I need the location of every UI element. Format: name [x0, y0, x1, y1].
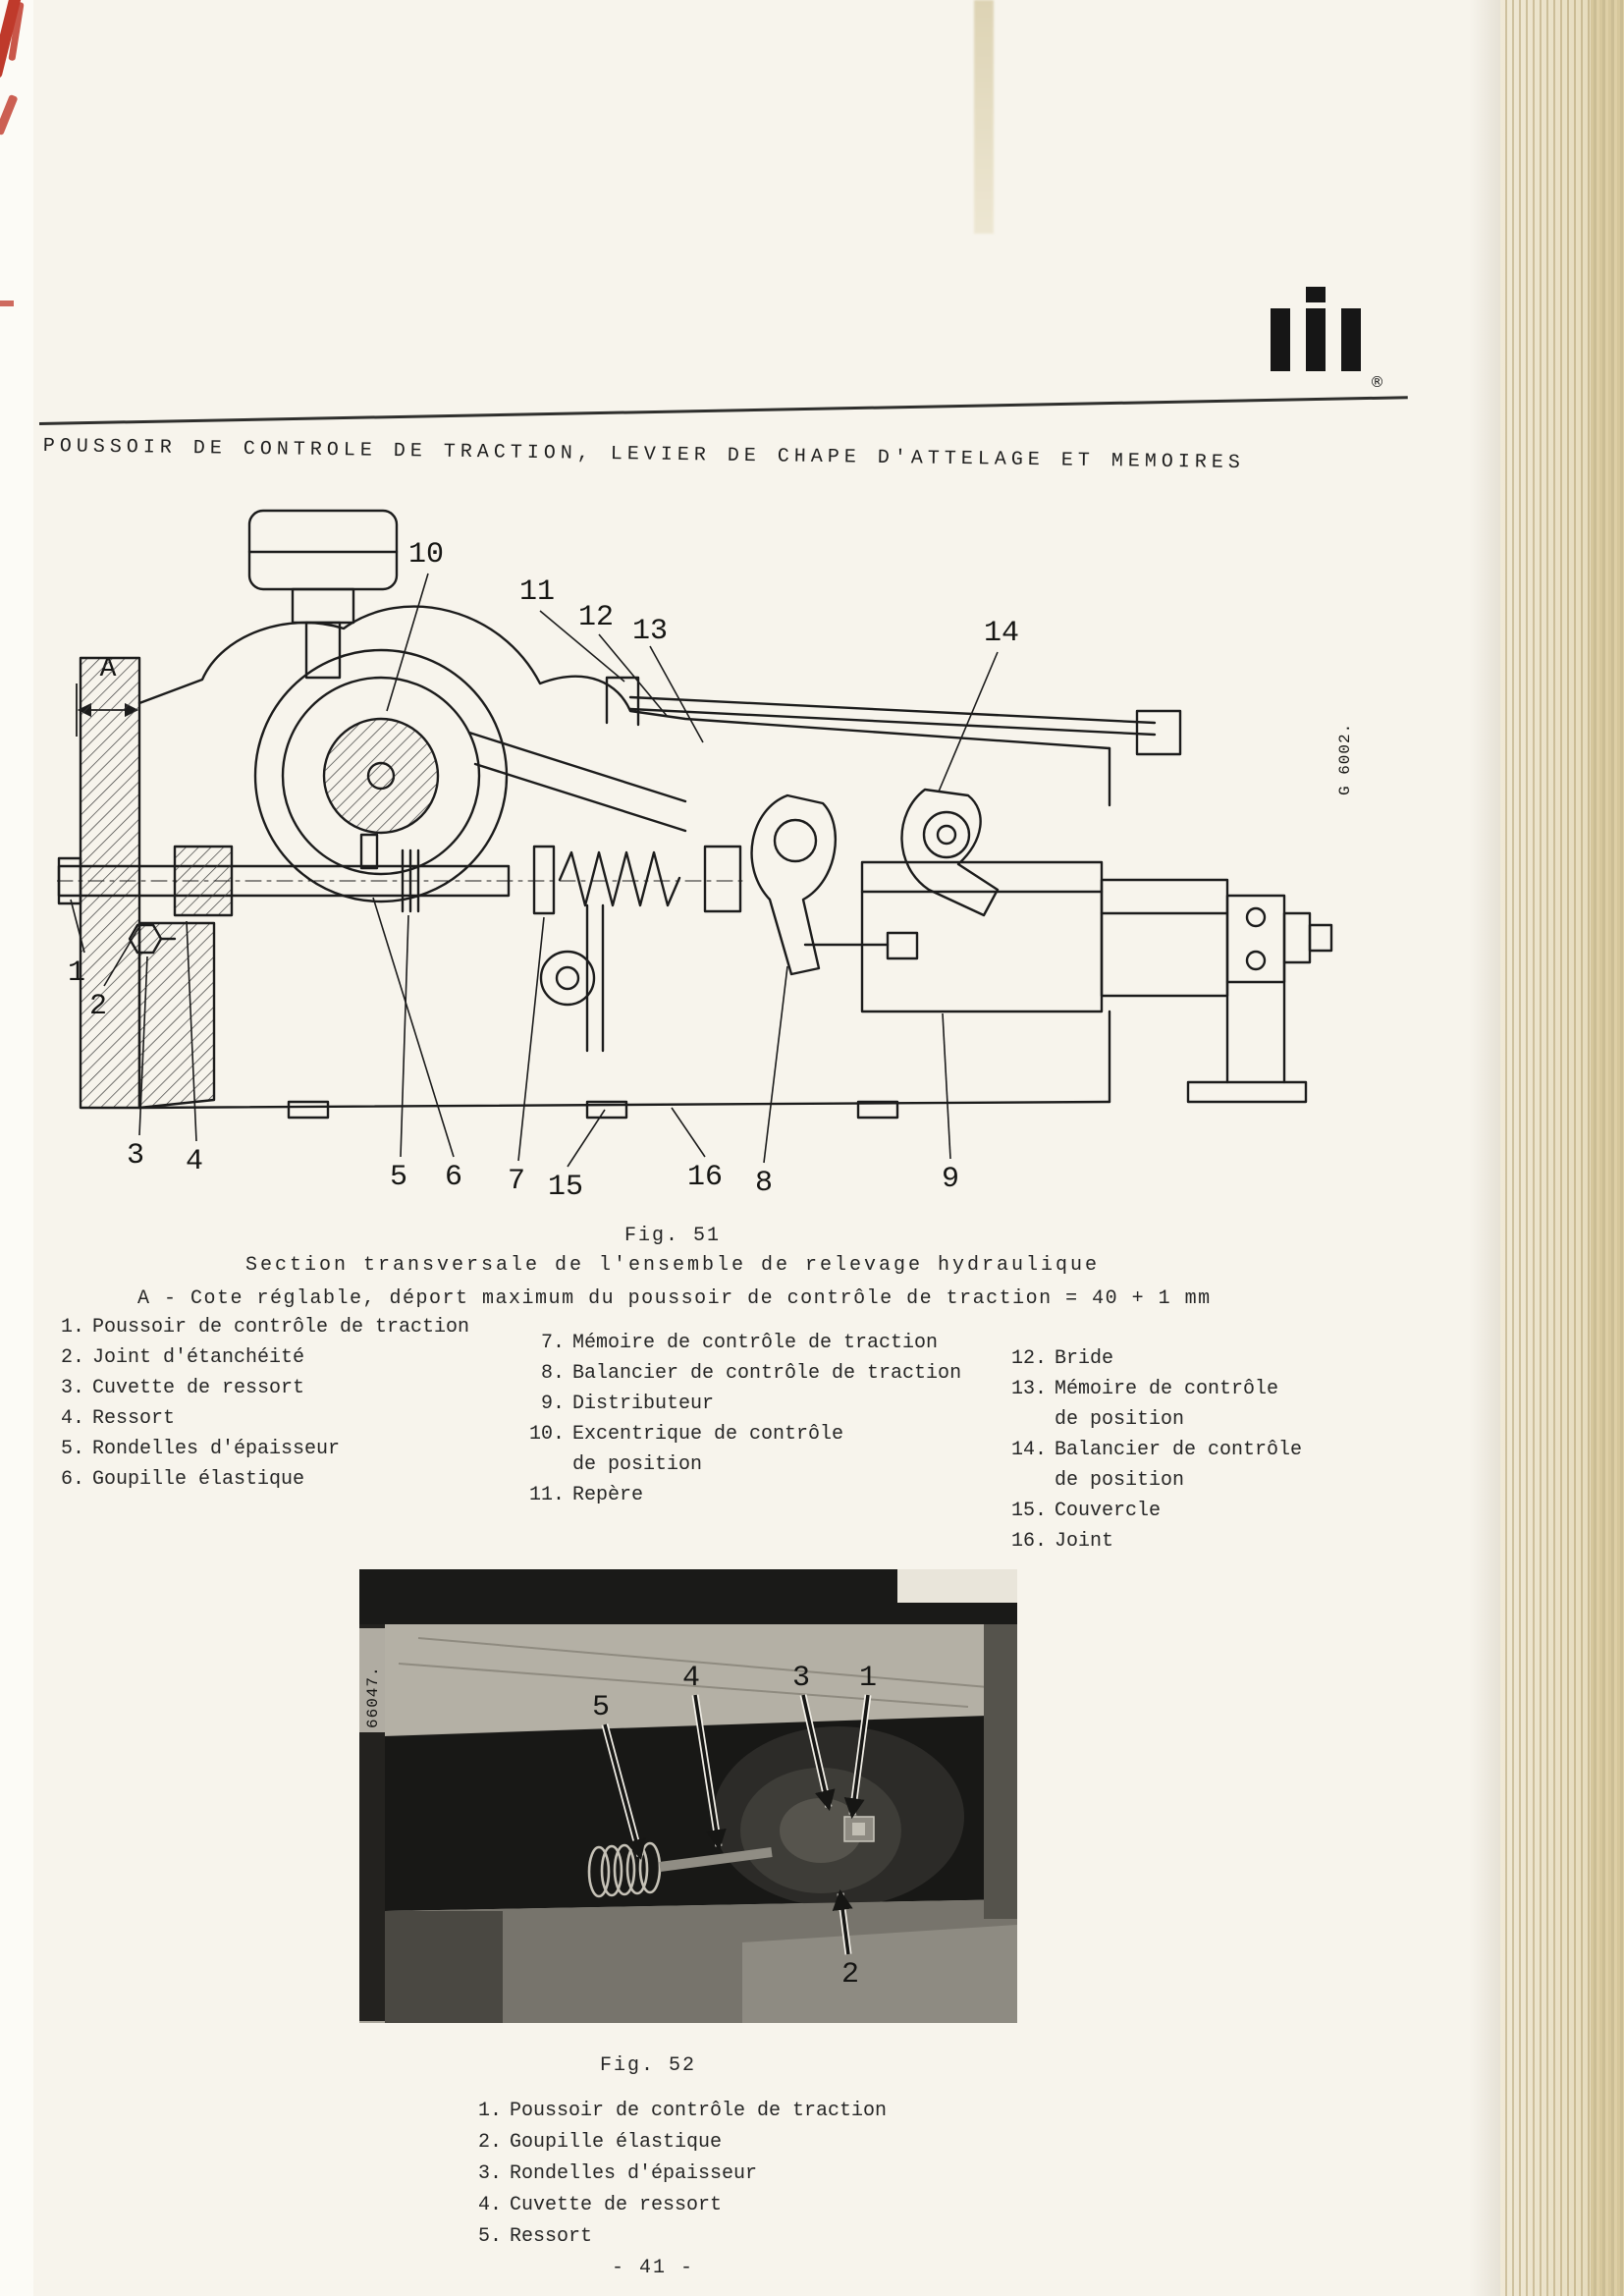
callout-5: 5 [592, 1691, 610, 1724]
callout-15: 15 [548, 1171, 583, 1204]
part-item: 6.Goupille élastique [60, 1468, 305, 1491]
fig51-parts-column-2: 7.Mémoire de contrôle de traction 8.Bala… [521, 1328, 987, 1510]
page-title: POUSSOIR DE CONTROLE DE TRACTION, LEVIER… [42, 435, 1246, 475]
part-item: 8.Balancier de contrôle de traction [540, 1362, 962, 1385]
position-control-eccentric [253, 648, 509, 903]
part-item: 2.Joint d'étanchéité [60, 1346, 305, 1369]
callout-3: 3 [127, 1139, 144, 1173]
bottom-cover [287, 1100, 899, 1120]
callout-14: 14 [984, 617, 1019, 650]
scan-left-edge [0, 0, 33, 2296]
part-item: 5.Rondelles d'épaisseur [60, 1438, 341, 1460]
ih-logo: ® [1265, 287, 1384, 391]
callout-1: 1 [859, 1662, 877, 1695]
callout-16: 16 [687, 1161, 723, 1194]
spring-coils [587, 1841, 662, 1898]
fig51-drawing-code: G 6002. [1336, 723, 1354, 795]
section-hatch [137, 921, 216, 1110]
part-item: 3.Cuvette de ressort [60, 1377, 305, 1399]
eccentric-arm [467, 731, 687, 833]
position-bell-crank [900, 788, 1000, 917]
part-item: 4.Ressort [60, 1407, 176, 1430]
fig51-leader-lines [70, 573, 999, 1168]
fig51-parts-column-3: 12.Bride 13.Mémoire de contrôle de posit… [1003, 1343, 1327, 1557]
registered-trademark: ® [1370, 373, 1384, 391]
callout-12: 12 [578, 601, 614, 634]
elastic-pin [359, 833, 379, 870]
fig51-adjustment-note: A - Cote réglable, déport maximum du pou… [137, 1287, 1212, 1310]
book-edge-outer [1591, 0, 1624, 2296]
callout-4: 4 [682, 1662, 700, 1695]
part-item: 10.Excentrique de contrôle de position [528, 1423, 844, 1476]
fig51-technical-drawing: A [57, 509, 1354, 1204]
part-item: 15.Couvercle [1010, 1500, 1162, 1522]
part-item: 2.Goupille élastique [477, 2131, 723, 2154]
part-item: 3.Rondelles d'épaisseur [477, 2162, 758, 2185]
fig51-caption-label: Fig. 51 [623, 1225, 721, 1247]
callout-11: 11 [519, 575, 555, 609]
push-rod-photo [659, 1847, 773, 1872]
fig52-callout-numbers: 5 4 3 1 2 [592, 1662, 877, 1992]
callout-5: 5 [390, 1161, 407, 1194]
fig52-caption-label: Fig. 52 [599, 2054, 696, 2077]
spring-cup-bolt [128, 923, 177, 955]
callout-8: 8 [755, 1167, 773, 1200]
fig51-callout-numbers: 10 11 12 13 14 1 2 3 4 5 6 7 15 16 8 9 [68, 538, 1019, 1204]
control-rod [585, 903, 605, 1053]
page-number: - 41 - [611, 2257, 694, 2279]
part-item: 11.Repère [528, 1484, 644, 1506]
mounting-wall [79, 656, 141, 1110]
callout-6: 6 [445, 1161, 462, 1194]
part-item: 13.Mémoire de contrôle de position [1010, 1378, 1279, 1431]
housing-top [137, 605, 1111, 750]
breather-cap [247, 509, 399, 680]
fig52-parts-list: 1.Poussoir de contrôle de traction 2.Gou… [459, 2096, 969, 2253]
scan-streak [974, 0, 994, 234]
red-pen-mark [0, 93, 19, 137]
part-item: 14.Balancier de contrôle de position [1010, 1439, 1303, 1492]
part-item: 9.Distributeur [540, 1393, 715, 1415]
traction-bell-crank [750, 793, 837, 976]
fig51-parts-column-1: 1.Poussoir de contrôle de traction 2.Joi… [41, 1312, 516, 1495]
part-item: 1.Poussoir de contrôle de traction [60, 1316, 470, 1339]
header-rule [38, 396, 1408, 425]
fig51-caption: Section transversale de l'ensemble de re… [244, 1254, 1101, 1277]
distributor-valve [860, 860, 1333, 1104]
callout-10: 10 [408, 538, 444, 572]
callout-4: 4 [186, 1145, 203, 1178]
callout-1: 1 [68, 957, 85, 990]
photo-top-frame [359, 1569, 1017, 1624]
fig52-photo: 66047. 5 [359, 1569, 1017, 2023]
repere-notch [605, 676, 640, 727]
callout-2: 2 [841, 1958, 859, 1992]
part-item: 16.Joint [1010, 1530, 1114, 1553]
red-pen-mark [0, 301, 14, 306]
part-item: 1.Poussoir de contrôle de traction [477, 2100, 888, 2122]
housing-and-parts [57, 509, 1333, 1120]
part-item: 5.Ressort [477, 2225, 593, 2248]
ih-logo-mark [1271, 287, 1361, 371]
part-item: 4.Cuvette de ressort [477, 2194, 723, 2216]
part-item: 7.Mémoire de contrôle de traction [540, 1332, 939, 1354]
callout-9: 9 [942, 1163, 959, 1196]
machined-deck [359, 1624, 1017, 1736]
fig52-callout-arrows [601, 1694, 872, 1955]
callout-2: 2 [89, 990, 107, 1023]
callout-3: 3 [792, 1662, 810, 1695]
callout-7: 7 [508, 1165, 525, 1198]
callout-13: 13 [632, 615, 668, 648]
spring-assembly [532, 845, 742, 915]
fig52-photo-code: 66047. [364, 1666, 382, 1728]
part-item: 12.Bride [1010, 1347, 1114, 1370]
top-link-bride [628, 695, 1182, 756]
page-gutter-shadow [1469, 0, 1502, 2296]
